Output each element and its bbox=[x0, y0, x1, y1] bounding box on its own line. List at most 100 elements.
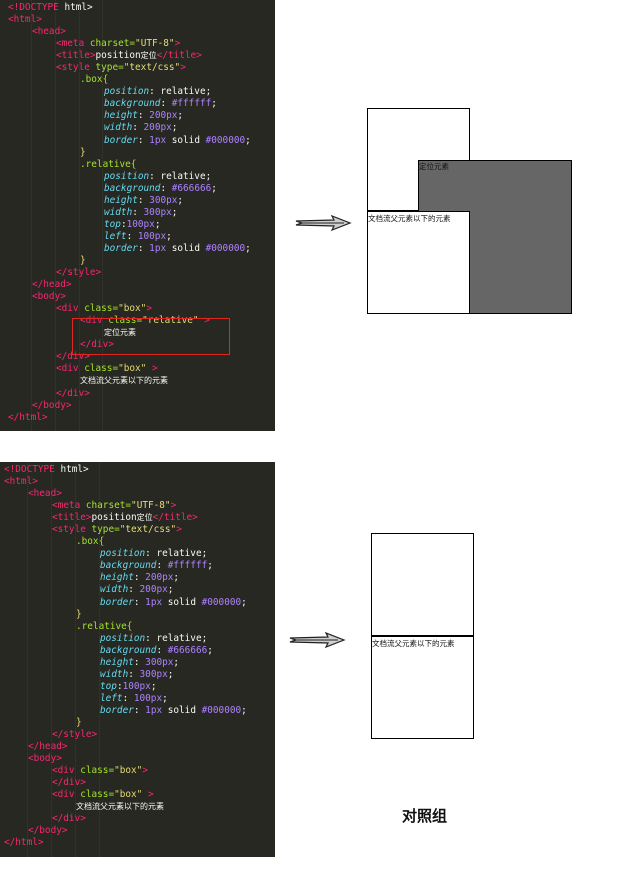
code-line: background: #ffffff; bbox=[0, 560, 247, 572]
code-line: <html> bbox=[0, 476, 247, 488]
indent-guide bbox=[51, 462, 52, 857]
code-token: 200px bbox=[145, 572, 174, 584]
code-line: </div> bbox=[0, 339, 251, 351]
code-token: ; bbox=[241, 596, 247, 608]
code-line: border: 1px solid #000000; bbox=[0, 705, 247, 717]
code-token: width bbox=[100, 584, 129, 596]
code-token: 100px bbox=[126, 218, 155, 230]
code-token: </div> bbox=[80, 339, 114, 351]
code-line: width: 300px; bbox=[0, 669, 247, 681]
code-token: > bbox=[180, 62, 186, 74]
code-token: 1px bbox=[149, 242, 167, 254]
code-token: } bbox=[76, 716, 82, 728]
code-token: : relative; bbox=[145, 548, 208, 560]
code-token: ; bbox=[154, 218, 161, 230]
code-line: </head> bbox=[0, 279, 251, 291]
code-token: #000000 bbox=[201, 704, 242, 716]
code-line: 文档流父元素以下的元素 bbox=[0, 801, 247, 813]
code-token: ; bbox=[171, 122, 178, 134]
code-line: </head> bbox=[0, 741, 247, 753]
code-line: </div> bbox=[0, 351, 251, 363]
code-line: </div> bbox=[0, 813, 247, 825]
box-element bbox=[371, 533, 474, 636]
code-token: ; bbox=[245, 242, 251, 254]
code-token: <div bbox=[52, 789, 75, 801]
code-token: solid bbox=[166, 134, 206, 146]
code-token: <div bbox=[52, 765, 75, 777]
code-line: <title>position定位</title> bbox=[0, 512, 247, 524]
code-token: .box{ bbox=[80, 74, 109, 86]
code-token: <title> bbox=[52, 512, 92, 524]
highlight-box bbox=[72, 318, 230, 355]
code-token: : bbox=[137, 242, 150, 254]
code-token: position bbox=[91, 512, 137, 524]
arrow-right-icon bbox=[295, 214, 352, 232]
code-line: border: 1px solid #000000; bbox=[0, 135, 251, 147]
code-line: top:100px; bbox=[0, 681, 247, 693]
indent-guide bbox=[31, 0, 32, 431]
code-token: position bbox=[104, 86, 150, 98]
code-line: width: 200px; bbox=[0, 584, 247, 596]
code-line: background: #666666; bbox=[0, 645, 247, 657]
code-token: <style bbox=[52, 524, 86, 536]
code-token: type= bbox=[89, 62, 124, 74]
indent-guide bbox=[75, 462, 76, 857]
code-token: > bbox=[204, 315, 210, 327]
arrow-right-icon bbox=[289, 631, 346, 649]
code-token: class= bbox=[78, 303, 119, 315]
code-token: background bbox=[104, 98, 161, 110]
code-token: : relative; bbox=[149, 86, 212, 98]
code-line: <head> bbox=[0, 26, 251, 38]
code-token: 300px bbox=[145, 656, 174, 668]
code-line: } bbox=[0, 609, 247, 621]
code-token: #666666 bbox=[167, 644, 208, 656]
following-element-label: 文档流父元素以下的元素 bbox=[372, 639, 455, 648]
code-token: background bbox=[100, 644, 157, 656]
code-token: html> bbox=[58, 2, 93, 13]
code-token: : bbox=[120, 218, 127, 230]
code-line: height: 300px; bbox=[0, 195, 251, 207]
code-token: 定位 bbox=[136, 513, 153, 523]
code-token: <body> bbox=[28, 753, 62, 765]
code-token: <html> bbox=[8, 14, 42, 26]
code-token: #666666 bbox=[171, 182, 212, 194]
code-token: > bbox=[170, 500, 177, 512]
code-token: </title> bbox=[152, 512, 198, 524]
code-token: : relative; bbox=[145, 632, 208, 644]
code-token: : bbox=[128, 668, 140, 680]
code-line: .relative{ bbox=[0, 159, 251, 171]
code-token: #000000 bbox=[201, 596, 242, 608]
code-token: </div> bbox=[56, 351, 90, 363]
code-token: </style> bbox=[52, 729, 98, 741]
code-line: </html> bbox=[0, 837, 247, 849]
code-token: #000000 bbox=[205, 242, 246, 254]
code-token: 文档流父元素以下的元素 bbox=[80, 376, 168, 386]
code-token: <title> bbox=[56, 50, 96, 62]
code-token: left bbox=[100, 692, 123, 704]
code-token: border bbox=[104, 242, 138, 254]
code-token: 100px bbox=[137, 230, 167, 242]
code-token: solid bbox=[162, 704, 202, 716]
code-line: <div class="relative" > bbox=[0, 315, 251, 327]
code-token: #000000 bbox=[205, 134, 246, 146]
code-line: <html> bbox=[0, 14, 251, 26]
following-element-label: 文档流父元素以下的元素 bbox=[368, 214, 451, 223]
code-token: border bbox=[100, 596, 134, 608]
code-token: : bbox=[160, 182, 172, 194]
code-line: } bbox=[0, 717, 247, 729]
code-token: : bbox=[133, 596, 146, 608]
code-token: 300px bbox=[149, 194, 178, 206]
code-line: </body> bbox=[0, 825, 247, 837]
indent-guide bbox=[79, 0, 80, 431]
code-token: position bbox=[104, 170, 150, 182]
code-token: 300px bbox=[143, 206, 172, 218]
code-token: ; bbox=[166, 230, 172, 242]
code-token: height bbox=[100, 656, 134, 668]
code-token: ; bbox=[167, 668, 174, 680]
code-line: left: 100px; bbox=[0, 231, 251, 243]
code-token: : bbox=[160, 98, 172, 110]
indent-guide bbox=[99, 462, 100, 857]
code-line: width: 300px; bbox=[0, 207, 251, 219]
code-token: #ffffff bbox=[171, 98, 212, 110]
code-token: ; bbox=[241, 704, 247, 716]
